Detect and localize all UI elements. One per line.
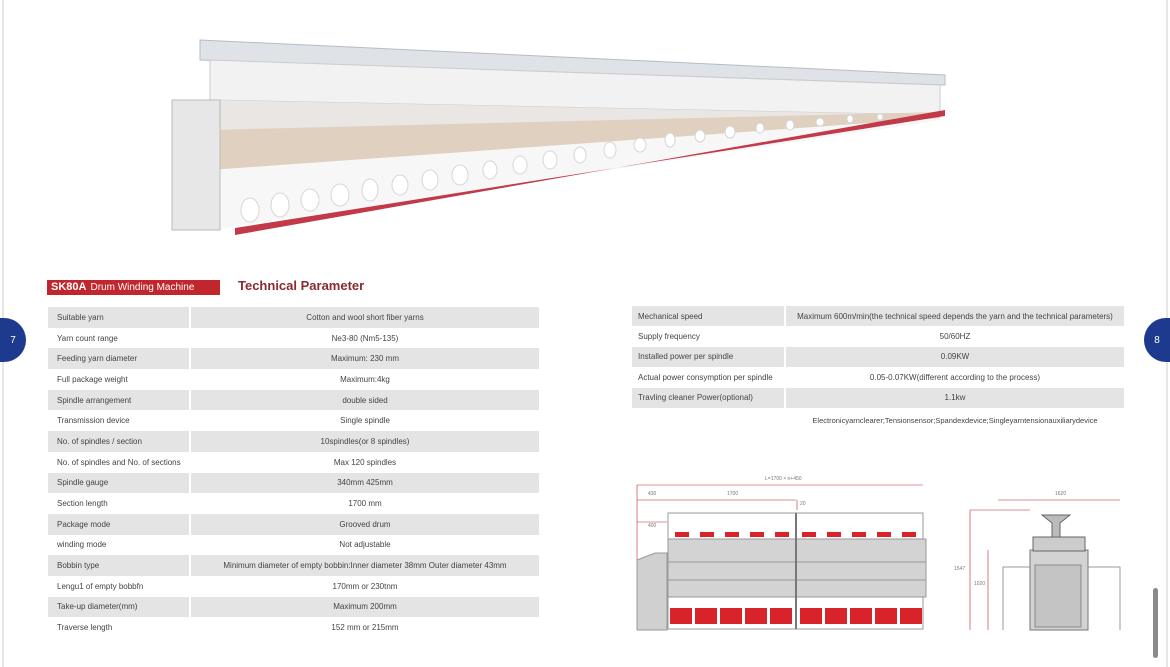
param-value: Not adjustable: [339, 540, 391, 550]
param-value: Single spindle: [340, 416, 390, 426]
param-value: 152 mm or 215mm: [331, 623, 399, 633]
param-value: 50/60HZ: [939, 332, 971, 342]
scrollbar[interactable]: [1153, 588, 1158, 658]
optional-devices: Electronicyarnclearer;Tensionsensor;Span…: [812, 416, 1098, 425]
param-label: Suitable yarn: [48, 307, 191, 328]
table-row: Transmission device Single spindle: [48, 410, 539, 432]
machine-drawing: L=1700 × n+450 430 1700 20 400 1620 1547…: [636, 476, 1121, 631]
param-value: 340mm 425mm: [191, 472, 539, 494]
dim-end: 430: [648, 491, 657, 497]
param-label: Lengu1 of empty bobbfn: [48, 575, 191, 597]
param-value: Minimum diameter of empty bobbin:Inner d…: [191, 555, 539, 576]
table-row: Actual power consymption per spindle 0.05…: [632, 367, 1124, 388]
param-value: 1.1kw: [786, 387, 1124, 408]
param-label: Actual power consymption per spindle: [632, 367, 786, 388]
param-value: Max 120 spindles: [333, 457, 397, 467]
page-number-right: 8: [1144, 318, 1170, 362]
param-value: 1700 mm: [348, 499, 382, 509]
param-value: 0.05-0.07KW(different according to the p…: [869, 372, 1041, 382]
table-row: Section length 1700 mm: [48, 493, 539, 514]
page-number-left: 7: [0, 318, 26, 362]
dim-width: 1620: [1055, 491, 1066, 497]
dim-height-top: 400: [648, 523, 657, 529]
param-label: Installed power per spindle: [632, 346, 786, 368]
table-row: No. of spindles and No. of sections Max 1…: [48, 451, 539, 473]
param-value: Ne3-80 (Nm5-135): [331, 333, 399, 343]
param-label: Traverse length: [48, 617, 191, 638]
param-label: Spindle arrangement: [48, 389, 191, 411]
section-heading: Technical Parameter: [238, 278, 365, 293]
table-row: Traverse length 152 mm or 215mm: [48, 617, 539, 638]
table-row: Take-up diameter(mm)Maximum 200mm: [48, 596, 539, 618]
dim-total-length: L=1700 × n+450: [765, 476, 802, 482]
table-row: Supply frequency 50/60HZ: [632, 326, 1124, 347]
param-value: 10spindles(or 8 spindles): [191, 431, 539, 452]
param-label: Feeding yarn diameter: [48, 348, 191, 370]
param-value: double sided: [191, 389, 539, 411]
param-label: Yarn count range: [48, 327, 191, 349]
param-value: Maximum: 230 mm: [191, 348, 539, 370]
model-name: SK80A: [51, 281, 87, 293]
param-value: Maximum 200mm: [191, 596, 539, 618]
table-row: Lengu1 of empty bobbfn 170mm or 230tnm: [48, 575, 539, 597]
machine-name: Drum Winding Machine: [90, 282, 195, 293]
param-label: Bobbin type: [48, 555, 191, 576]
dim-gap: 20: [800, 501, 806, 507]
param-label: No. of spindles and No. of sections: [48, 451, 191, 473]
param-value: Maximum 600m/min(the technical speed dep…: [786, 306, 1124, 327]
dim-section: 1700: [727, 491, 738, 497]
param-value: Grooved drum: [191, 513, 539, 535]
dim-height-body: 1020: [974, 581, 985, 587]
param-label: Take-up diameter(mm): [48, 596, 191, 618]
param-label: Mechanical speed: [632, 306, 786, 327]
param-value: Maximum:4kg: [340, 374, 390, 384]
table-row: Full package weight Maximum:4kg: [48, 369, 539, 390]
param-label: Spindle gauge: [48, 472, 191, 494]
param-label: winding mode: [48, 534, 191, 556]
param-value: 170mm or 230tnm: [332, 581, 398, 591]
table-row: Travling cleaner Power(optional)1.1kw: [632, 387, 1124, 408]
param-value: 0.09KW: [786, 346, 1124, 368]
param-label: Supply frequency: [632, 326, 786, 347]
param-label: Travling cleaner Power(optional): [632, 387, 786, 408]
param-label: Transmission device: [48, 410, 191, 432]
table-row: winding mode Not adjustable: [48, 534, 539, 556]
table-row: Yarn count range Ne3-80 (Nm5-135): [48, 327, 539, 349]
dim-height-total: 1547: [954, 566, 965, 572]
param-label: Section length: [48, 493, 191, 514]
param-value: Cotton and wool short fiber yarns: [191, 307, 539, 328]
param-label: No. of spindles / section: [48, 431, 191, 452]
machine-photo: [171, 39, 946, 235]
param-label: Package mode: [48, 513, 191, 535]
param-label: Full package weight: [48, 369, 191, 390]
